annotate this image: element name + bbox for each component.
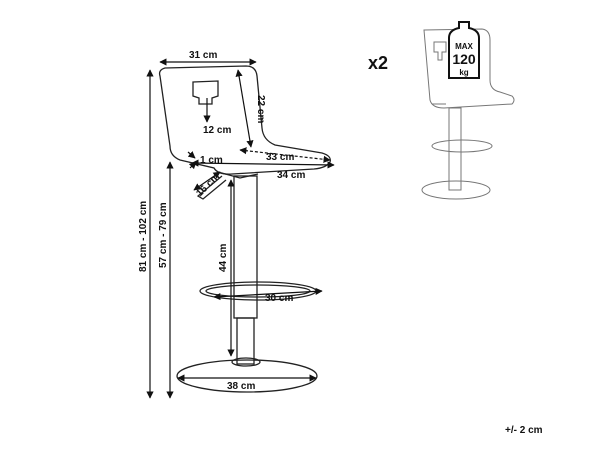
label-seat-depth-bottom: 34 cm (277, 170, 305, 181)
badge-value: 120 (452, 51, 476, 67)
base-collar (231, 357, 261, 367)
stool-outline (158, 65, 331, 393)
label-base-diameter: 38 cm (227, 381, 255, 392)
tolerance-note: +/- 2 cm (505, 425, 543, 436)
seat-bracket (217, 171, 259, 179)
max-load-badge: MAX 120 kg (448, 21, 480, 79)
label-seat-thickness: 1 cm (200, 155, 223, 166)
thumb-column (448, 107, 462, 191)
thumb-handle (433, 41, 447, 61)
dim-line-footrest-diameter (213, 287, 323, 301)
seat-shell (158, 65, 331, 175)
label-total-height: 81 cm - 102 cm (138, 201, 149, 272)
stool-thumbnail (421, 28, 515, 200)
quantity-label: x2 (368, 53, 388, 73)
dim-line-lever (193, 171, 221, 191)
base-plate (176, 359, 318, 393)
label-footrest-diameter: 30 cm (265, 293, 293, 304)
thumb-seat-shell (423, 28, 515, 109)
badge-unit: kg (459, 68, 468, 77)
label-column-height: 44 cm (218, 244, 229, 272)
column-lower (236, 317, 255, 365)
handle-cutout (192, 80, 219, 105)
thumb-base (421, 180, 491, 200)
dim-line-seat-depth-bottom (191, 159, 335, 169)
footrest-ring-inner (205, 284, 311, 298)
label-seat-height: 57 cm - 79 cm (158, 202, 169, 268)
label-backrest-height: 22 cm (255, 95, 266, 123)
label-handle-width: 12 cm (203, 125, 231, 136)
dim-line-seat-depth-top (239, 147, 331, 163)
weight-icon (448, 21, 480, 79)
label-seat-depth-top: 33 cm (266, 152, 294, 163)
dim-line-backrest-height (235, 69, 254, 148)
badge-max: MAX (455, 42, 473, 51)
dim-line-seat-thickness (187, 151, 196, 159)
thumb-footrest (431, 139, 493, 153)
label-seat-back-width: 31 cm (189, 50, 217, 61)
